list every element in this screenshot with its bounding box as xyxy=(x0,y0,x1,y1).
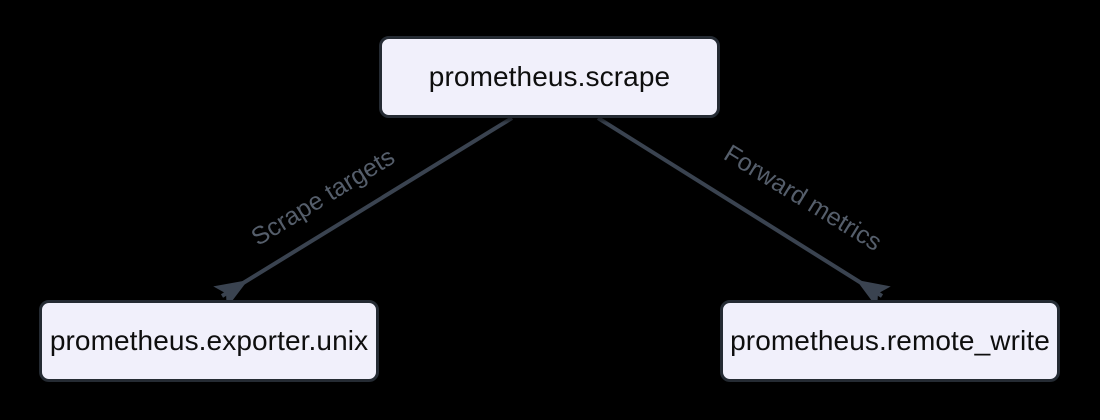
node-label-prometheus-exporter-unix: prometheus.exporter.unix xyxy=(49,325,369,356)
node-label-prometheus-remote-write: prometheus.remote_write xyxy=(730,325,1050,356)
edge-scrape-to-remote-write xyxy=(596,116,891,309)
node-label-prometheus-scrape: prometheus.scrape xyxy=(428,61,671,92)
node-prometheus-scrape[interactable]: prometheus.scrape xyxy=(379,36,720,118)
node-prometheus-remote-write[interactable]: prometheus.remote_write xyxy=(720,300,1060,382)
edge-scrape-to-exporter xyxy=(213,116,514,309)
node-prometheus-exporter-unix[interactable]: prometheus.exporter.unix xyxy=(39,300,379,382)
